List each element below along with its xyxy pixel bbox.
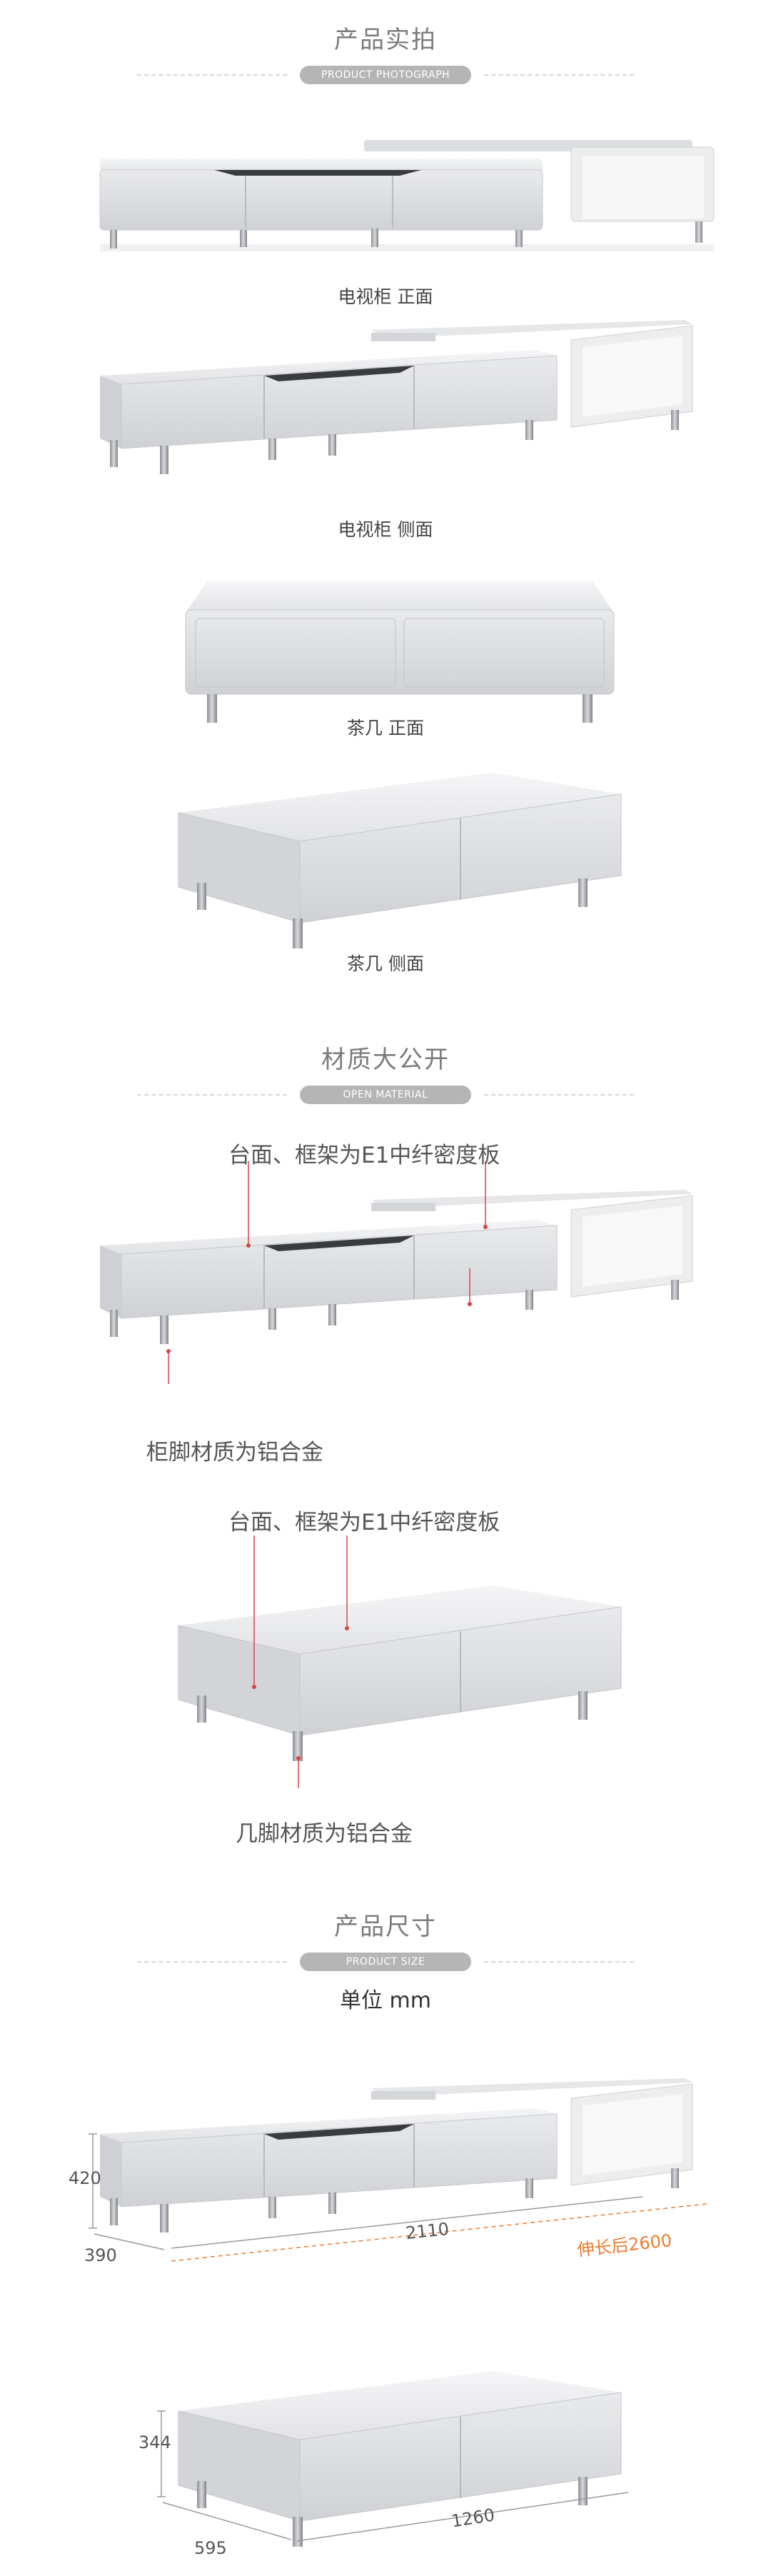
divider-right	[484, 74, 634, 76]
caption-tv-side: 电视柜 侧面	[338, 519, 433, 540]
coffee-table-material-image	[178, 1535, 622, 1788]
tv-cabinet-size-image	[89, 2078, 707, 2262]
tv-cabinet-front-image	[99, 139, 715, 252]
section-title: 产品实拍	[334, 26, 437, 54]
pointer-dot	[468, 1302, 472, 1306]
depth-dimension-line	[94, 2233, 165, 2250]
pointer-dot	[296, 1756, 301, 1760]
table-height-value: 344	[138, 2432, 171, 2452]
coffee-table-front-image	[185, 581, 615, 723]
pointer-dot	[252, 1685, 256, 1689]
note-tv-leg-material: 柜脚材质为铝合金	[146, 1440, 323, 1465]
tv-depth-value: 390	[84, 2245, 117, 2265]
section-subtitle-pill: OPEN MATERIAL	[300, 1086, 471, 1104]
section-title: 材质大公开	[321, 1046, 450, 1074]
divider-left	[137, 1094, 287, 1096]
divider-left	[137, 1961, 287, 1963]
coffee-table-side-image	[178, 772, 622, 949]
tv-cabinet-side-image	[99, 319, 693, 475]
note-tv-top-material: 台面、框架为E1中纤密度板	[228, 1143, 500, 1168]
caption-tv-front: 电视柜 正面	[338, 286, 433, 307]
coffee-table-size-image	[157, 2370, 629, 2547]
length-dimension-line	[296, 2492, 629, 2542]
pointer-dot	[246, 1243, 251, 1248]
divider-right	[484, 1961, 634, 1963]
caption-table-front: 茶几 正面	[347, 718, 424, 738]
note-table-top-material: 台面、框架为E1中纤密度板	[228, 1510, 500, 1535]
divider-left	[137, 74, 287, 76]
note-table-leg-material: 几脚材质为铝合金	[236, 1821, 413, 1847]
section-subtitle-pill: PRODUCT PHOTOGRAPH	[300, 66, 471, 84]
tv-cabinet-material-image	[99, 1161, 693, 1384]
pointer-dot	[345, 1626, 349, 1630]
length-dimension-line	[171, 2196, 643, 2249]
unit-label: 单位 mm	[340, 1988, 431, 2013]
extended-length-dimension-line	[171, 2203, 707, 2262]
section-title: 产品尺寸	[334, 1913, 437, 1941]
divider-right	[484, 1094, 634, 1096]
depth-dimension-line	[162, 2502, 292, 2540]
table-depth-value: 595	[194, 2538, 227, 2558]
caption-table-side: 茶几 侧面	[347, 953, 424, 974]
tv-height-value: 420	[69, 2168, 101, 2188]
pointer-dot	[166, 1349, 171, 1353]
section-subtitle-pill: PRODUCT SIZE	[300, 1953, 471, 1971]
pointer-dot	[483, 1225, 488, 1229]
